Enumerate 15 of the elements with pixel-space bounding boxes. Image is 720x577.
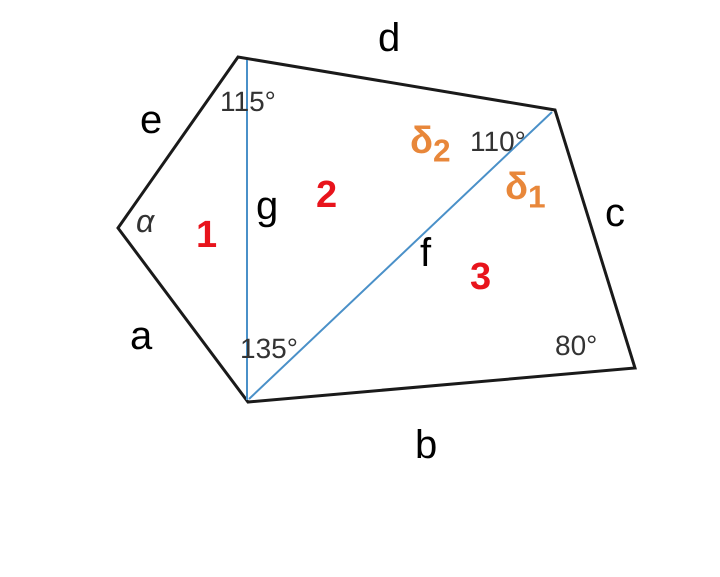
region-number: 1: [196, 216, 218, 254]
angle-symbol: α: [136, 205, 154, 237]
region-number: 3: [470, 258, 492, 296]
side-label: e: [140, 100, 162, 140]
side-label: b: [415, 425, 438, 465]
angle-symbol: δ$_{2}$: [410, 122, 451, 168]
side-label: c: [605, 193, 625, 233]
angle-label: 80°: [555, 332, 598, 360]
side-label: g: [256, 186, 278, 226]
region-number: 2: [316, 176, 338, 214]
side-label: d: [378, 18, 400, 58]
side-label: a: [130, 316, 152, 356]
side-label: f: [420, 233, 432, 273]
angle-label: 110°: [470, 128, 526, 156]
angle-symbol: δ$_{1}$: [505, 168, 546, 214]
